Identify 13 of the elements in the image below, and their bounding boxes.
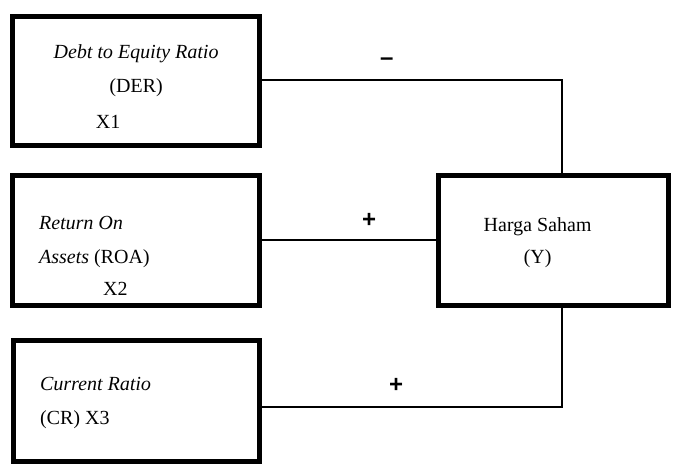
variable-box [436, 173, 671, 308]
variable-box [10, 14, 262, 148]
connector-line [262, 239, 436, 241]
box-text: Debt to Equity Ratio (DER) [52, 40, 220, 99]
box-text: Harga Saham (Y) [482, 212, 592, 270]
box-text: X1 [96, 110, 120, 135]
box-text: Return On Assets (ROA) [39, 211, 151, 270]
box-text: X2 [103, 277, 128, 302]
variable-box [11, 338, 262, 464]
connector-line [262, 79, 563, 173]
connector-line [262, 308, 563, 408]
box-text: Current Ratio (CR) X3 [40, 372, 152, 431]
variable-box [10, 173, 262, 308]
